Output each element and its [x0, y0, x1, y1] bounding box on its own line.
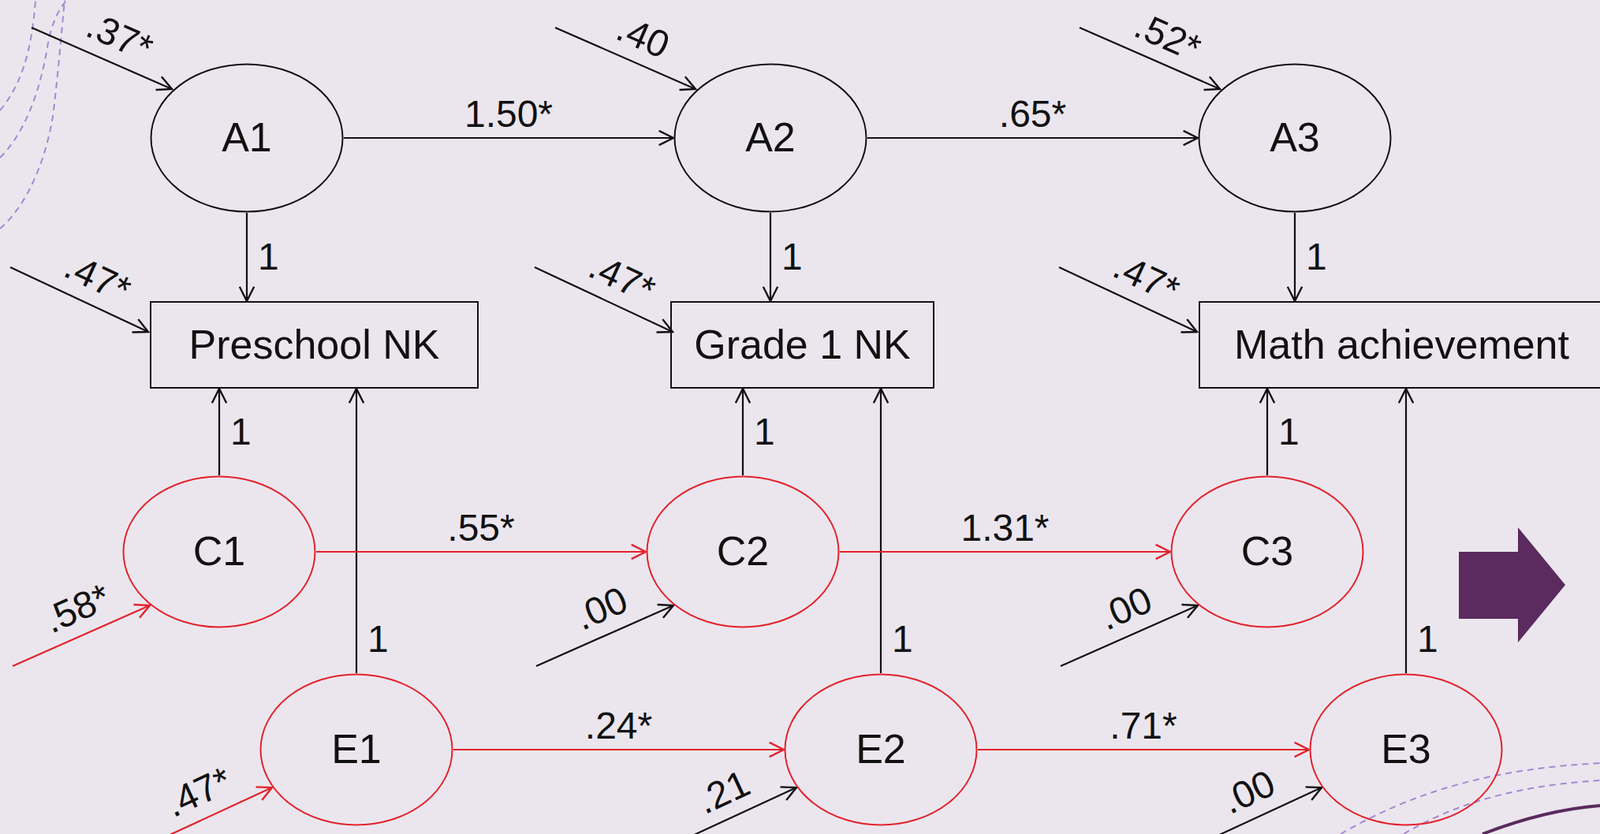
path-coefficient: 1 [364, 620, 392, 659]
residual-value: .00 [566, 578, 636, 638]
contour-line [1340, 763, 1600, 834]
path-coefficient: 1.31* [957, 509, 1052, 548]
ellipse-outline [1199, 64, 1392, 213]
ellipse-outline [675, 64, 867, 213]
residual-value: .37* [78, 4, 161, 69]
residual-value: .00 [1213, 762, 1283, 822]
observed-measure: Math achievement [1198, 301, 1600, 389]
path-arrow [355, 388, 358, 674]
ellipse-outline [151, 64, 344, 213]
path-arrow [1294, 212, 1296, 302]
node-label: Preschool NK [189, 322, 441, 368]
path-coefficient: 1 [1302, 238, 1331, 276]
ellipse-outline [1171, 477, 1364, 628]
node-label: C3 [1241, 529, 1294, 575]
latent-component: E1 [259, 673, 454, 827]
residual-value: .47* [580, 246, 664, 312]
path-coefficient: 1 [227, 413, 255, 452]
path-arrow [218, 388, 221, 476]
path-coefficient: 1 [888, 620, 917, 659]
latent-factor: A2 [673, 63, 868, 213]
node-label: Grade 1 NK [693, 322, 911, 368]
path-arrow [880, 388, 882, 674]
ellipse-outline [647, 477, 840, 628]
residual-value: .52* [1126, 4, 1209, 69]
contour-line [1403, 780, 1600, 834]
residual-value: .21 [688, 762, 758, 822]
residual-value: .58* [36, 576, 120, 642]
ellipse-outline [1310, 675, 1503, 826]
latent-component: C3 [1170, 475, 1365, 629]
node-label: A1 [221, 115, 273, 161]
ellipse-outline [261, 675, 453, 826]
path-coefficient: 1 [778, 238, 806, 276]
node-label: Math achievement [1234, 322, 1570, 368]
residual-value: .00 [1090, 578, 1160, 638]
latent-component: E3 [1309, 673, 1504, 827]
path-arrow [1266, 388, 1269, 476]
path-arrow [977, 749, 1310, 751]
path-arrow [742, 388, 744, 476]
path-arrow [316, 551, 646, 553]
latent-component: E2 [783, 673, 978, 827]
node-label: C2 [716, 529, 769, 575]
block-arrow [1458, 527, 1566, 643]
observed-measure: Grade 1 NK [670, 301, 935, 389]
node-label: E2 [855, 727, 907, 773]
node-label: C1 [193, 529, 246, 575]
path-arrow [453, 749, 784, 751]
path-arrow [1405, 388, 1407, 674]
residual-value: .47* [55, 246, 139, 312]
path-coefficient: .65* [995, 95, 1070, 134]
ellipse-outline [785, 675, 978, 826]
contour-line [1482, 805, 1600, 834]
path-coefficient: .55* [443, 509, 518, 548]
ellipse-outline [123, 477, 316, 628]
contour-line [0, 0, 68, 158]
residual-value: .47* [156, 759, 240, 825]
node-label: A2 [745, 115, 796, 161]
path-arrow [343, 137, 674, 139]
latent-factor: A1 [149, 63, 344, 213]
residual-value: .40 [608, 7, 679, 67]
path-arrow [839, 551, 1171, 553]
path-coefficient: 1.50* [461, 95, 556, 134]
node-label: E3 [1380, 727, 1432, 773]
latent-factor: A3 [1197, 63, 1392, 213]
latent-component: C1 [122, 475, 317, 629]
contour-line [0, 0, 65, 229]
path-arrow [246, 212, 248, 302]
path-arrow [867, 137, 1198, 139]
contour-line [0, 0, 36, 111]
path-coefficient: 1 [254, 238, 283, 276]
observed-measure: Preschool NK [149, 301, 479, 389]
path-coefficient: .71* [1106, 707, 1180, 746]
path-coefficient: 1 [750, 413, 779, 452]
node-label: E1 [331, 727, 382, 773]
path-arrow [769, 212, 772, 302]
path-coefficient: .24* [581, 707, 656, 746]
path-coefficient: 1 [1413, 620, 1442, 659]
path-coefficient: 1 [1275, 413, 1303, 452]
node-label: A3 [1269, 115, 1321, 161]
residual-value: .47* [1104, 246, 1188, 312]
latent-component: C2 [645, 475, 840, 629]
